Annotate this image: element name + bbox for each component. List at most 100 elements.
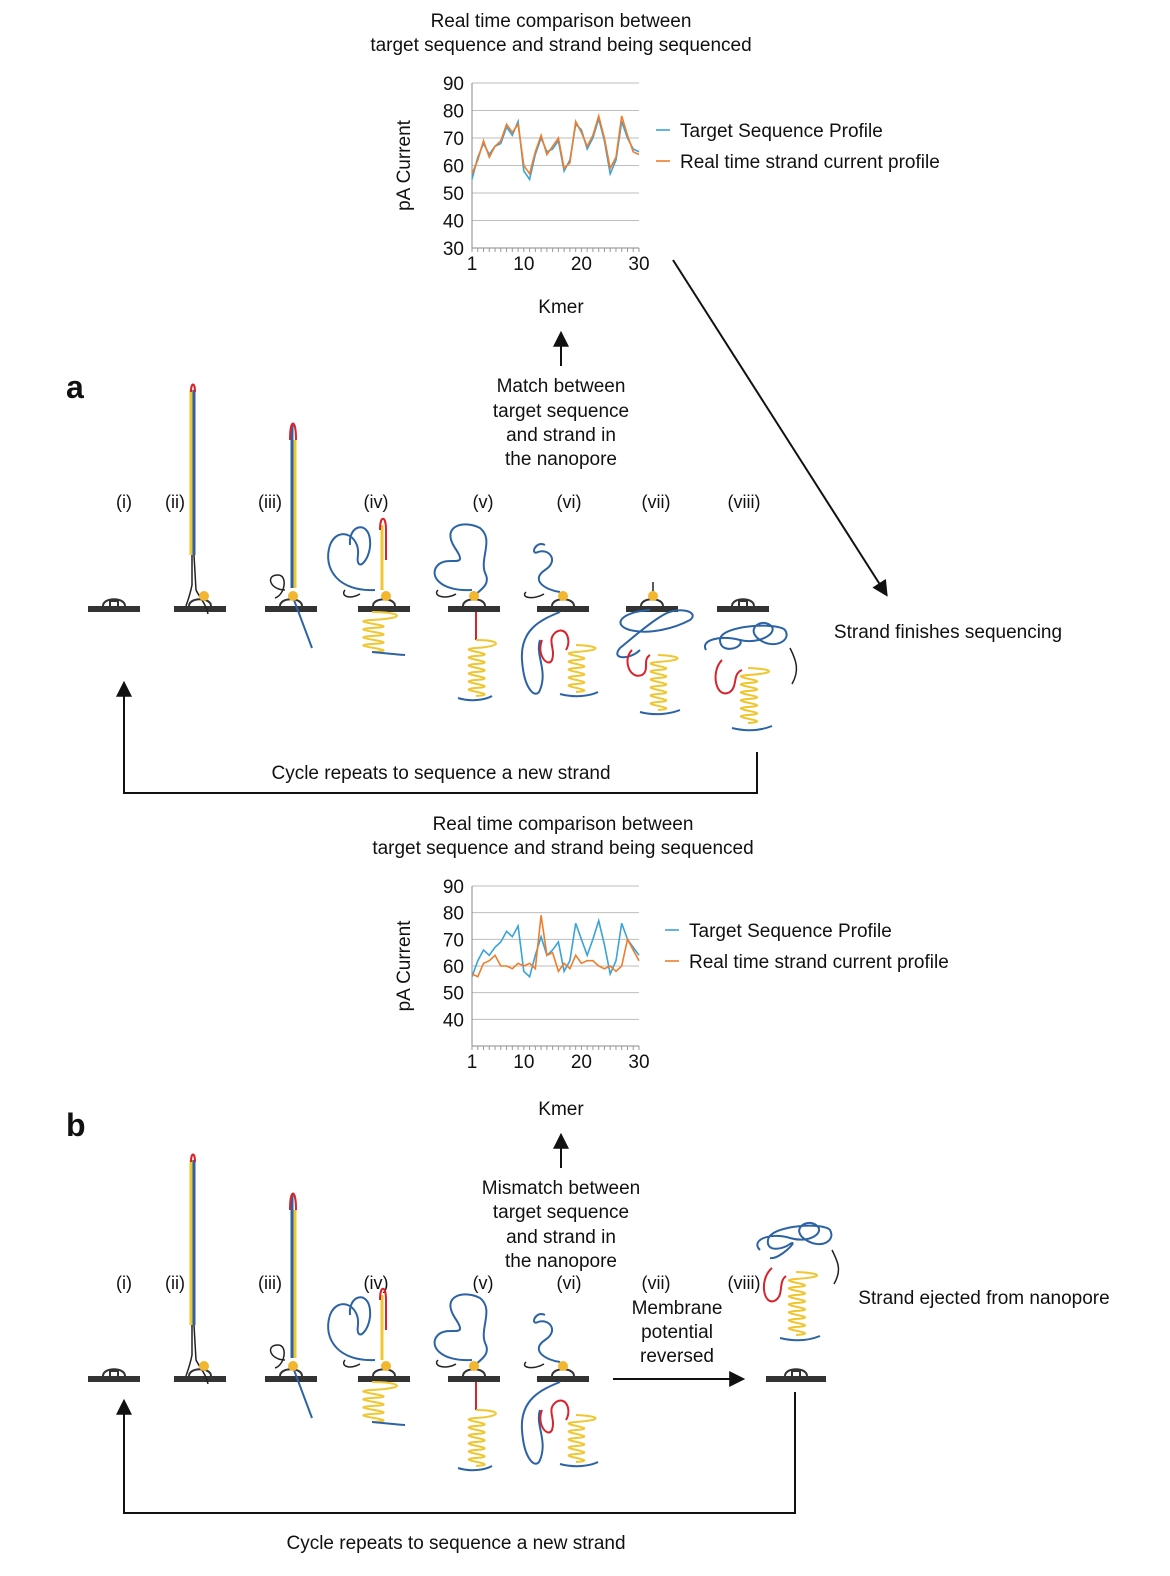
nanopore-a-iv xyxy=(358,598,410,612)
nanopore-b-v xyxy=(448,1368,500,1382)
y-axis-label: pA Current xyxy=(394,119,415,211)
legend-label: Real time strand current profile xyxy=(680,152,940,173)
nanopore-a-ii xyxy=(174,598,226,612)
y-tick-label: 40 xyxy=(443,1010,464,1031)
reverse-line1: Membrane xyxy=(632,1298,723,1319)
series-line-realtime xyxy=(471,113,640,176)
x-tick-label: 1 xyxy=(467,254,478,275)
nanopore-a-vii xyxy=(626,598,678,612)
stage-b-i: (i) xyxy=(116,1273,132,1293)
nanopore-b-iv xyxy=(358,1368,410,1382)
chart-b-xlabel: Kmer xyxy=(538,1099,584,1120)
strand-a-vii xyxy=(616,582,694,716)
nanopore-b-ii xyxy=(174,1368,226,1382)
nanopore-b-vi xyxy=(537,1368,589,1382)
match-line2: target sequence xyxy=(493,401,629,422)
nanopore-b-i xyxy=(88,1368,140,1382)
stage-a-v: (v) xyxy=(473,492,494,512)
chart-a: 30 40 50 60 70 80 90 1 10 20 30 pA Current Target Se… xyxy=(394,74,940,275)
strand-b-vi xyxy=(520,1313,599,1468)
strand-b-ejected xyxy=(756,1221,840,1342)
y-tick-label: 80 xyxy=(443,904,464,925)
y-tick-label: 50 xyxy=(443,984,464,1005)
y-tick-label: 60 xyxy=(443,157,464,178)
x-tick-label: 30 xyxy=(628,1052,649,1073)
y-tick-label: 90 xyxy=(443,877,464,898)
ejected-label: Strand ejected from nanopore xyxy=(858,1288,1109,1309)
y-tick-label: 90 xyxy=(443,74,464,95)
strand-b-ii xyxy=(185,1153,209,1385)
cycle-label-a: Cycle repeats to sequence a new strand xyxy=(271,763,610,784)
chart-a-title-line2: target sequence and strand being sequenc… xyxy=(370,35,751,56)
x-tick-label: 20 xyxy=(571,254,592,275)
stage-a-ii: (ii) xyxy=(165,492,185,512)
reverse-line3: reversed xyxy=(640,1346,714,1367)
strand-b-iv xyxy=(327,1287,406,1426)
stage-a-iv: (iv) xyxy=(364,492,389,512)
stage-b-vii: (vii) xyxy=(642,1273,671,1293)
y-tick-label: 70 xyxy=(443,930,464,951)
x-tick-label: 10 xyxy=(513,1052,534,1073)
match-line4: the nanopore xyxy=(505,449,617,470)
x-tick-label: 10 xyxy=(513,254,534,275)
y-tick-label: 50 xyxy=(443,184,464,205)
nanopore-a-vi xyxy=(537,598,589,612)
strand-b-iii xyxy=(269,1192,313,1419)
chart-a-title-line1: Real time comparison between xyxy=(431,11,692,32)
nanopore-a-iii xyxy=(265,598,317,612)
stage-b-v: (v) xyxy=(473,1273,494,1293)
chart-b: 40 50 60 70 80 90 1 10 20 30 pA Current Target Sequ… xyxy=(394,877,949,1073)
mismatch-line3: and strand in xyxy=(506,1227,616,1248)
x-tick-label: 30 xyxy=(628,254,649,275)
mismatch-line1: Mismatch between xyxy=(482,1178,640,1199)
panel-a: Real time comparison between target sequ… xyxy=(66,11,1062,794)
y-tick-label: 40 xyxy=(443,212,464,233)
stage-a-vi: (vi) xyxy=(557,492,582,512)
nanopore-a-viii xyxy=(717,598,769,612)
strand-a-vi xyxy=(520,543,599,698)
match-line1: Match between xyxy=(497,376,626,397)
series-line-target xyxy=(471,115,640,182)
y-tick-label: 70 xyxy=(443,129,464,150)
x-tick-label: 20 xyxy=(571,1052,592,1073)
x-tick-label: 1 xyxy=(467,1052,478,1073)
legend-label: Real time strand current profile xyxy=(689,952,949,973)
strand-a-iv xyxy=(327,517,406,656)
nanopore-b-viii xyxy=(766,1368,826,1382)
mismatch-line4: the nanopore xyxy=(505,1251,617,1272)
stage-b-vi: (vi) xyxy=(557,1273,582,1293)
legend-label: Target Sequence Profile xyxy=(680,121,883,142)
strand-b-v xyxy=(433,1293,497,1472)
panel-b-letter: b xyxy=(66,1107,86,1143)
y-tick-label: 80 xyxy=(443,102,464,123)
reverse-line2: potential xyxy=(641,1322,713,1343)
strand-a-viii xyxy=(703,621,798,732)
stage-a-vii: (vii) xyxy=(642,492,671,512)
finish-arrow xyxy=(672,259,888,597)
stage-a-iii: (iii) xyxy=(258,492,282,512)
match-line3: and strand in xyxy=(506,425,616,446)
y-tick-label: 60 xyxy=(443,957,464,978)
y-axis-label: pA Current xyxy=(394,920,415,1012)
mismatch-line2: target sequence xyxy=(493,1202,629,1223)
legend-label: Target Sequence Profile xyxy=(689,921,892,942)
chart-b-title-line2: target sequence and strand being sequenc… xyxy=(372,838,753,859)
nanopore-a-i xyxy=(88,598,140,612)
finish-label: Strand finishes sequencing xyxy=(834,622,1062,643)
chart-b-title-line1: Real time comparison between xyxy=(433,814,694,835)
strand-a-v xyxy=(433,523,497,702)
strand-a-iii xyxy=(269,422,313,649)
chart-a-xlabel: Kmer xyxy=(538,297,584,318)
panel-b: Real time comparison between target sequ… xyxy=(66,814,1110,1554)
cycle-arrow-a xyxy=(116,680,758,794)
nanopore-b-iii xyxy=(265,1368,317,1382)
cycle-arrow-b xyxy=(116,1392,796,1514)
stage-a-i: (i) xyxy=(116,492,132,512)
nanopore-a-v xyxy=(448,598,500,612)
stage-a-viii: (viii) xyxy=(728,492,761,512)
y-tick-label: 30 xyxy=(443,239,464,260)
cycle-label-b: Cycle repeats to sequence a new strand xyxy=(286,1533,625,1554)
series-line-target xyxy=(471,917,640,979)
stage-b-iii: (iii) xyxy=(258,1273,282,1293)
